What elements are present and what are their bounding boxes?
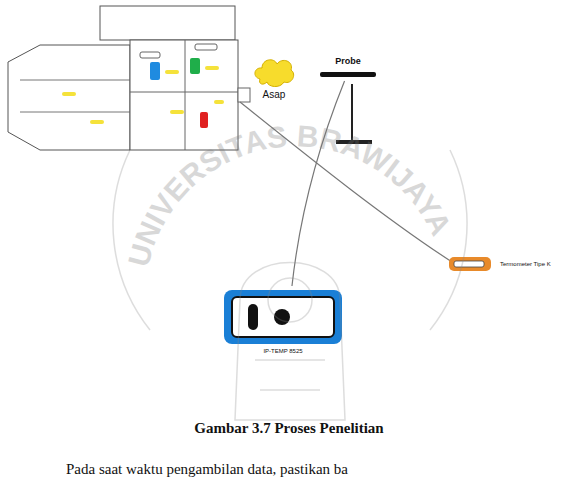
chamber-divider <box>130 92 238 93</box>
watermark-text: UNIVERSITAS BRAWIJAYA <box>122 119 458 270</box>
probe: Probe <box>318 56 378 79</box>
node-label: IP-TEMP 8525 <box>222 348 344 354</box>
red-block <box>200 112 208 128</box>
watermark-logo <box>113 150 467 420</box>
temperature-meter: IP-TEMP 8525 <box>222 288 344 354</box>
thermometer-body <box>448 256 492 272</box>
node-label: Probe <box>318 56 378 66</box>
body-text: Pada saat waktu pengambilan data, pastik… <box>66 461 348 478</box>
flow-marks <box>62 66 224 124</box>
meter-body <box>222 288 344 346</box>
outlet <box>238 88 250 102</box>
port <box>195 44 217 50</box>
node-label: Termometer Tipe K <box>500 261 551 267</box>
probe-base <box>336 140 372 144</box>
blue-block <box>150 62 160 80</box>
nozzle-body <box>8 45 130 150</box>
wire-connector <box>292 81 345 286</box>
node-label: Asap <box>252 89 296 100</box>
watermark-text: UNIVERSITAS BRAWIJAYA <box>122 119 458 270</box>
probe-bar <box>318 69 378 79</box>
port <box>140 52 160 58</box>
nozzle-channel <box>20 80 130 112</box>
smoke-cloud: Asap <box>252 55 296 100</box>
green-block <box>190 58 200 74</box>
chamber-box <box>130 40 238 150</box>
top-housing <box>100 6 235 40</box>
probe-stand <box>351 84 353 142</box>
figure-caption: Gambar 3.7 Proses Penelitian <box>0 420 578 437</box>
thermometer: Termometer Tipe K <box>448 254 551 272</box>
thermocouple-wire <box>240 102 452 262</box>
cloud-shape <box>252 55 296 89</box>
chamber-divider <box>185 40 186 150</box>
